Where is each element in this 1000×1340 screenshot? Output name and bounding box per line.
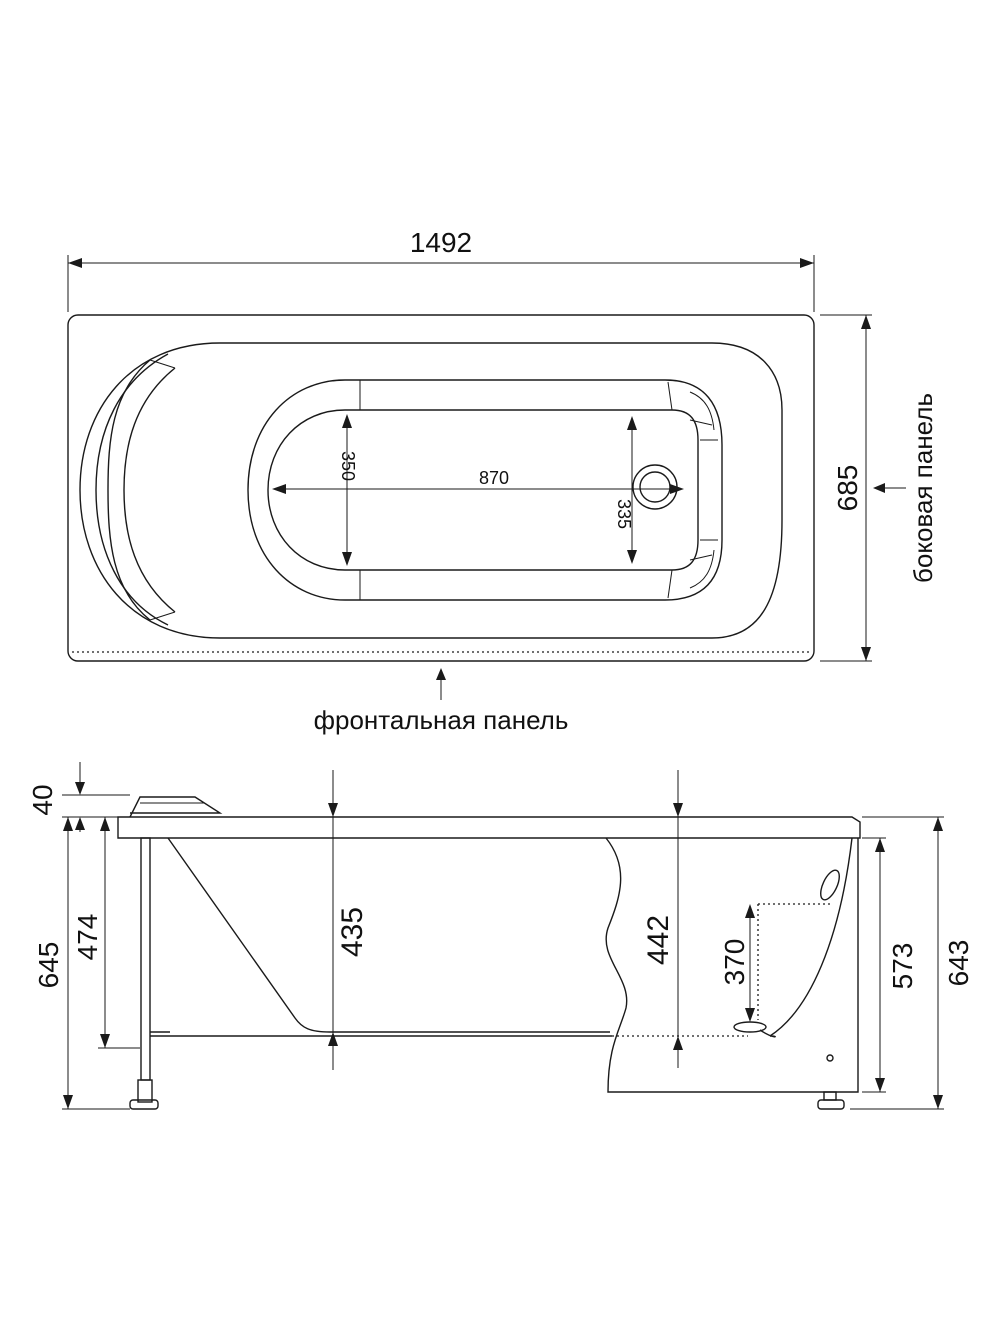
overall-width-label: 685 bbox=[832, 465, 863, 512]
inner-width-right-label: 335 bbox=[614, 499, 634, 529]
front-leg bbox=[140, 837, 151, 1081]
rear-foot bbox=[817, 1099, 845, 1110]
floor-height-left-label: 474 bbox=[72, 914, 103, 961]
tub-armrest-ring bbox=[247, 379, 723, 601]
tub-rim-side bbox=[117, 816, 861, 839]
overall-length-label: 1492 bbox=[410, 227, 472, 258]
rim-height-label: 40 bbox=[27, 784, 58, 815]
drain-side-icon bbox=[733, 1021, 767, 1033]
inner-width-left-label: 350 bbox=[338, 451, 358, 481]
overall-height-left-label: 645 bbox=[33, 942, 64, 989]
tub-bowl-side bbox=[167, 837, 610, 1033]
overall-height-right-label: 643 bbox=[943, 940, 974, 987]
plan-view: 870 350 335 1492 685 боковая панель фрон bbox=[67, 227, 938, 735]
panel-height-label: 573 bbox=[887, 943, 918, 990]
tub-bowl-outline bbox=[79, 342, 783, 639]
front-panel-label: фронтальная панель bbox=[314, 705, 569, 735]
depth-right-label: 442 bbox=[642, 915, 675, 965]
tub-outer-rim bbox=[67, 314, 815, 662]
side-panel-label: боковая панель bbox=[908, 393, 938, 583]
drain-height-label: 370 bbox=[719, 939, 750, 986]
side-view: 40 645 474 435 442 370 bbox=[27, 762, 974, 1110]
depth-left-label: 435 bbox=[336, 907, 369, 957]
front-foot bbox=[129, 1099, 159, 1110]
side-panel-section bbox=[605, 837, 859, 1093]
inner-length-label: 870 bbox=[479, 468, 509, 488]
tub-inner-floor bbox=[267, 409, 699, 571]
